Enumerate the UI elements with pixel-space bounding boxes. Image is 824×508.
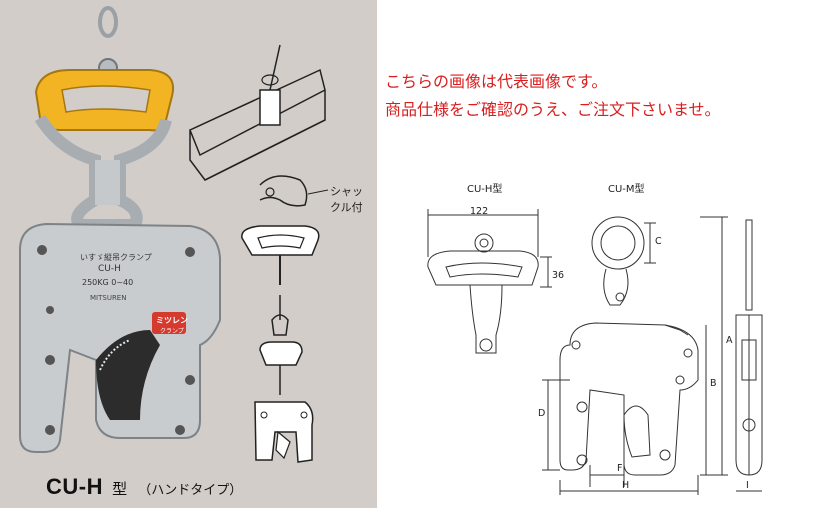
caption-kata: 型 bbox=[112, 480, 128, 498]
shackle-label-line2: クル付 bbox=[330, 201, 363, 214]
shackle-label: シャッ クル付 bbox=[330, 184, 363, 216]
clamp-body-text-4: MITSUREN bbox=[90, 294, 127, 302]
product-caption: CU-H 型 （ハンドタイプ） bbox=[46, 474, 242, 500]
dimension-drawing bbox=[427, 209, 763, 495]
dim-h: H bbox=[622, 480, 630, 491]
drawing-title-cu-m: CU-M型 bbox=[608, 184, 645, 195]
representative-image-notice: こちらの画像は代表画像です。 商品仕様をご確認のうえ、ご注文下さいませ。 bbox=[385, 68, 721, 124]
notice-line-2: 商品仕様をご確認のうえ、ご注文下さいませ。 bbox=[385, 100, 721, 119]
dim-122: 122 bbox=[470, 206, 489, 217]
brand-badge: ミツレン bbox=[156, 316, 188, 325]
brand-badge-sub: クランプ bbox=[160, 328, 184, 335]
notice-line-1: こちらの画像は代表画像です。 bbox=[385, 72, 608, 91]
clamp-body-text-2: CU-H bbox=[98, 264, 121, 274]
dim-a: A bbox=[726, 335, 733, 346]
shackle-label-line1: シャッ bbox=[330, 185, 363, 198]
drawing-title-cu-h: CU-H型 bbox=[467, 184, 503, 195]
product-photo: いすゞ縦吊クランプ CU-H 250KG 0~40 MITSUREN ミツレン … bbox=[0, 0, 377, 508]
caption-subtitle: （ハンドタイプ） bbox=[138, 483, 243, 498]
dim-i: I bbox=[746, 480, 749, 491]
dim-b: B bbox=[710, 378, 717, 389]
clamp-body-text-3: 250KG 0~40 bbox=[82, 278, 134, 287]
clamp-photo-illustration bbox=[19, 6, 221, 453]
dim-36: 36 bbox=[552, 270, 565, 281]
dim-d: D bbox=[538, 408, 546, 419]
dim-f: F bbox=[617, 463, 623, 474]
usage-illustrations bbox=[189, 44, 329, 463]
dim-c: C bbox=[655, 236, 662, 247]
caption-model: CU-H bbox=[46, 474, 103, 499]
clamp-body-text-1: いすゞ縦吊クランプ bbox=[80, 253, 152, 262]
